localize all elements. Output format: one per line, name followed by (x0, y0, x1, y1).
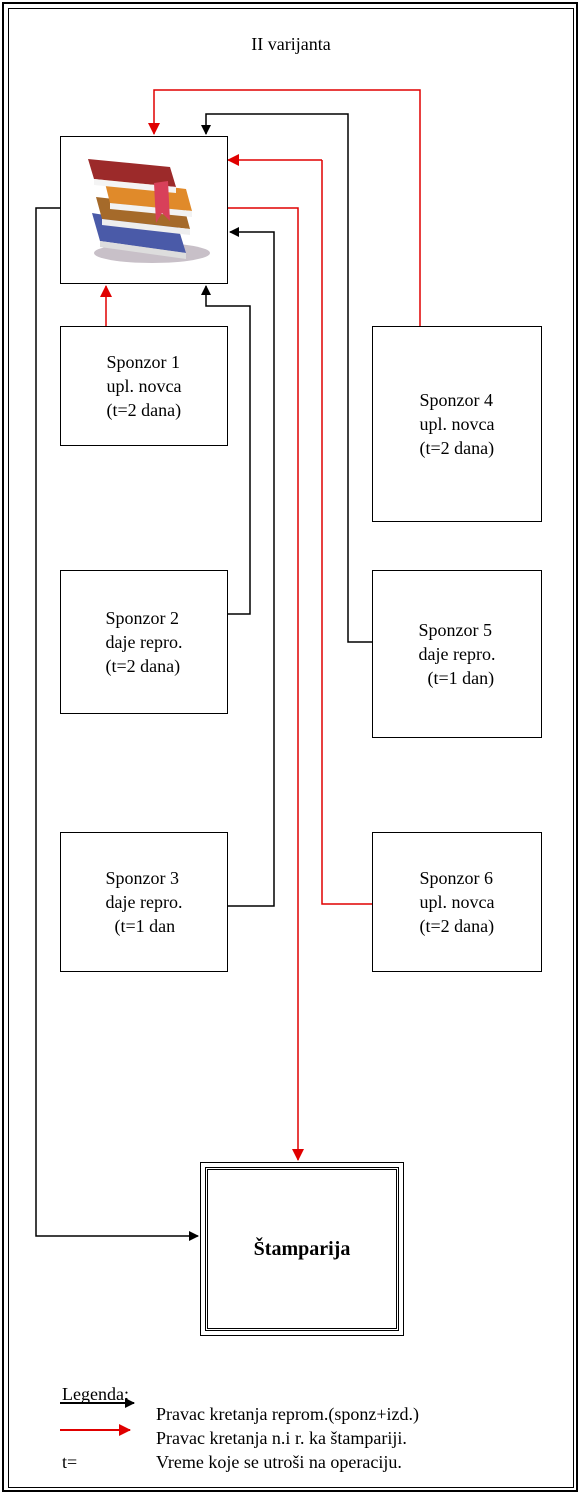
legend-t-text: Vreme koje se utroši na operaciju. (156, 1452, 402, 1472)
sponsor-2-action: daje repro. (105, 632, 183, 652)
sponsor-1-action: upl. novca (106, 376, 182, 396)
arrow-s6-to-books (321, 160, 372, 905)
sponsor-6-box: Sponzor 6 upl. novca (t=2 dana) (372, 832, 542, 972)
legend-t-symbol: t= (62, 1452, 78, 1472)
sponsor-1-time: (t=2 dana) (106, 400, 182, 420)
sponsor-4-time: (t=2 dana) (419, 438, 495, 458)
sponsor-6-time: (t=2 dana) (419, 916, 495, 936)
sponsor-3-time: (t=1 dan (105, 916, 176, 936)
arrow-s4-to-books (148, 89, 421, 326)
sponsor-4-box: Sponzor 4 upl. novca (t=2 dana) (372, 326, 542, 522)
sponsor-3-name: Sponzor 3 (105, 868, 180, 888)
legend-black-text: Pravac kretanja reprom.(sponz+izd.) (156, 1404, 420, 1424)
arrow-books-left-to-printer (35, 207, 199, 1241)
sponsor-4-action: upl. novca (419, 414, 495, 434)
sponsor-5-box: Sponzor 5 daje repro. (t=1 dan) (372, 570, 542, 738)
diagram-title: II varijanta (251, 34, 331, 54)
sponsor-6-name: Sponzor 6 (419, 868, 494, 888)
legend-red-text: Pravac kretanja n.i r. ka štampariji. (156, 1428, 407, 1448)
sponsor-2-time: (t=2 dana) (105, 656, 181, 676)
publisher-box (60, 136, 228, 284)
sponsor-1-name: Sponzor 1 (106, 352, 181, 372)
arrow-s5-to-books (201, 113, 372, 643)
sponsor-2-box: Sponzor 2 daje repro. (t=2 dana) (60, 570, 228, 714)
printer-label: Štamparija (253, 1237, 351, 1260)
sponsor-1-box: Sponzor 1 upl. novca (t=2 dana) (60, 326, 228, 446)
legend-title: Legenda: (62, 1384, 129, 1404)
arrow-books-to-printer (228, 207, 304, 1161)
arrow-s2-to-books (201, 285, 251, 615)
printer-box-outer (200, 1162, 404, 1336)
sponsor-2-name: Sponzor 2 (105, 608, 180, 628)
sponsor-5-name: Sponzor 5 (418, 620, 493, 640)
sponsor-4-name: Sponzor 4 (419, 390, 494, 410)
printer-box: Štamparija (205, 1167, 399, 1331)
sponsor-6-action: upl. novca (419, 892, 495, 912)
sponsor-5-time: (t=1 dan) (418, 668, 495, 688)
arrow-s3-to-books (228, 227, 275, 907)
sponsor-3-action: daje repro. (105, 892, 183, 912)
books-icon (88, 159, 210, 263)
inner-frame (8, 8, 574, 1488)
sponsor-3-box: Sponzor 3 daje repro. (t=1 dan (60, 832, 228, 972)
sponsor-5-action: daje repro. (418, 644, 496, 664)
